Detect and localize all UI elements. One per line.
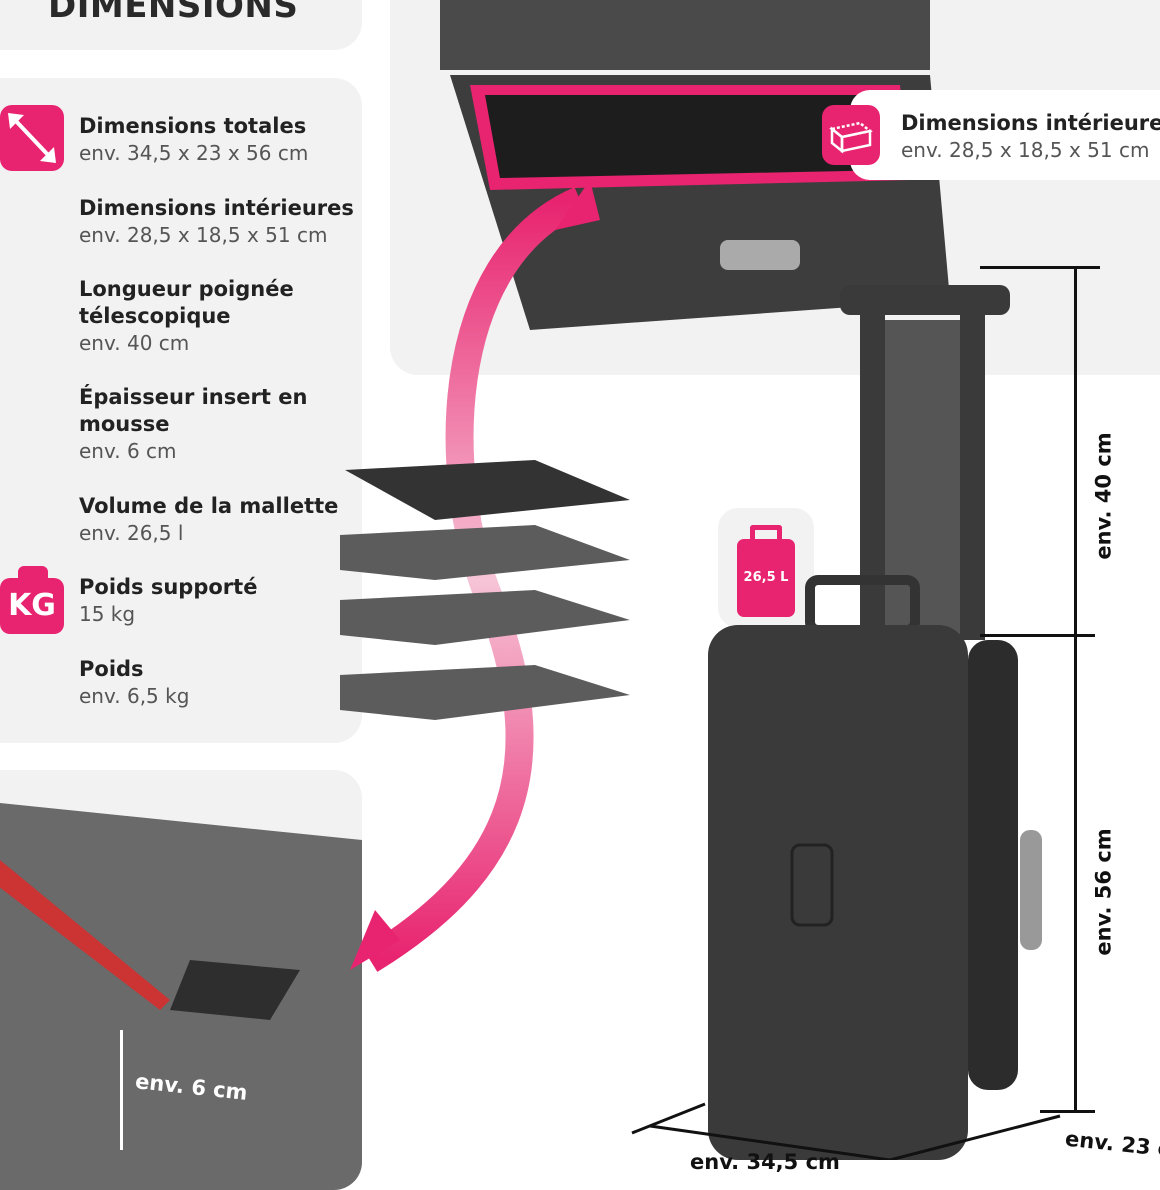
handle-length-label: env. 40 cm [1091,432,1116,560]
handle-top-tick [980,266,1100,269]
weight-kg-icon: KG [0,566,64,636]
foam-inserts-image [340,460,630,720]
interior-callout [850,90,1160,180]
title-card [0,0,362,50]
box-icon [822,105,880,165]
base-dimension-lines [631,1102,1061,1160]
diagonal-arrow-icon [0,105,64,171]
base-tick [1040,1110,1095,1113]
foam-panel [0,770,362,1190]
interior-callout-value: env. 28,5 x 18,5 x 51 cm [901,138,1150,162]
suitcase-volume-icon: 26,5 L [737,525,795,617]
interior-callout-label: Dimensions intérieures [901,111,1160,135]
spec-panel [0,78,362,743]
trolley-case-image [708,285,1042,1160]
height-label: env. 56 cm [1091,828,1116,956]
handle-bottom-tick [980,634,1095,637]
interior-callout-text: Dimensions intérieures env. 28,5 x 18,5 … [901,110,1160,164]
height-dimension-line [1074,268,1077,1110]
open-case-image [440,0,950,330]
page-title: DIMENSIONS [48,0,299,26]
